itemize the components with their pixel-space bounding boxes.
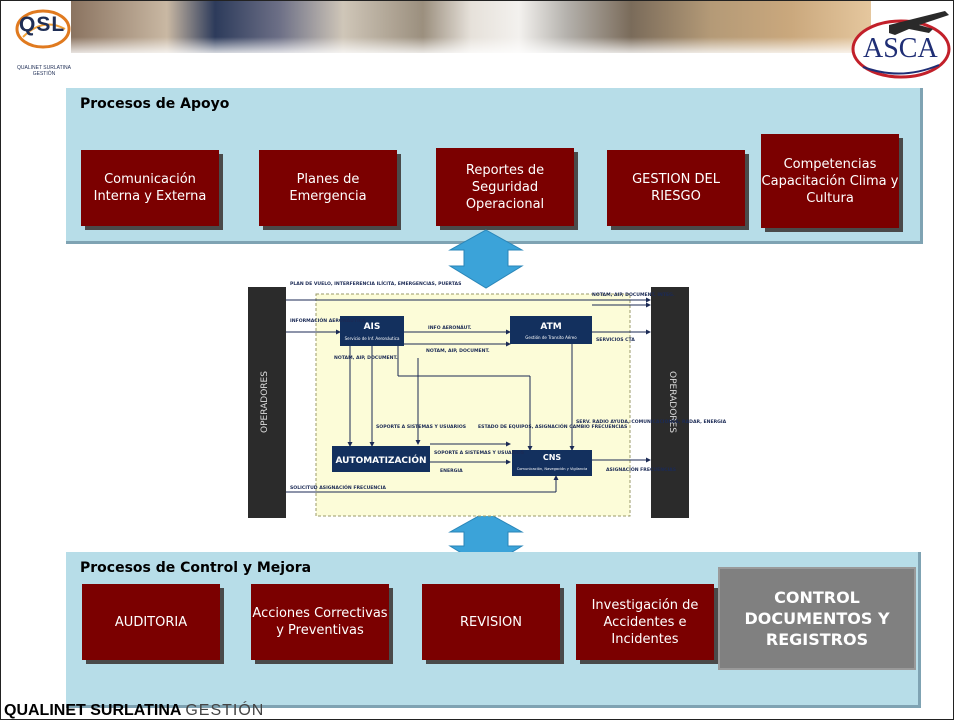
label-soporte-1: SOPORTE A SISTEMAS Y USUARIOS: [376, 424, 466, 430]
label-solicitud: SOLICITUD ASIGNACIÓN FRECUENCIA: [290, 484, 386, 491]
control-processes-title: Procesos de Control y Mejora: [80, 560, 312, 576]
operators-right-label: OPERADORES: [667, 371, 677, 433]
qsl-logo: [15, 9, 71, 49]
ais-subtitle: Servicio de Inf. Aeronáutica: [345, 336, 400, 341]
label-notam-ais: NOTAM, AIP, DOCUMENT.: [334, 355, 398, 361]
cns-box: [512, 450, 592, 476]
asca-logo: [851, 11, 951, 79]
footer-brand-secondary: GESTIÓN: [185, 702, 265, 719]
label-serv-radio: SERV. RADIO AYUDA, COMUNICACIONES, RADAR…: [576, 419, 727, 425]
atm-box: [510, 316, 592, 344]
label-energia: ENERGIA: [440, 468, 463, 474]
operators-left-label: OPERADORES: [260, 371, 270, 433]
automatizacion-title: AUTOMATIZACIÓN: [335, 454, 426, 466]
label-soporte-2: SOPORTE A SISTEMAS Y USUARIOS: [434, 450, 524, 456]
label-info-aeronaut: INFO AERONÁUT.: [428, 324, 472, 331]
cns-subtitle: Comunicación, Navegación y Vigilancia: [517, 467, 588, 471]
process-box-investigacion: Investigación de Accidentes e Incidentes: [576, 584, 714, 660]
ais-box: [340, 316, 404, 346]
label-info-aeronautica: INFORMACIÓN AERONÁUTICA: [290, 317, 366, 324]
qsl-logo-text: QSL: [19, 13, 66, 36]
label-asignacion: ASIGNACIÓN FRECUENCIAS: [606, 466, 676, 473]
process-box-reportes-seguridad: Reportes de Seguridad Operacional: [436, 148, 574, 226]
control-documentos-box: CONTROL DOCUMENTOS Y REGISTROS: [718, 567, 916, 670]
header-banner: QSL QUALINET SURLATINA GESTIÓN ASCA: [1, 1, 953, 87]
process-box-comunicacion: Comunicación Interna y Externa: [81, 150, 219, 226]
process-box-revision: REVISION: [422, 584, 560, 660]
atm-subtitle: Gestión de Transito Aéreo: [525, 335, 577, 340]
automatizacion-box: [332, 446, 430, 472]
label-notam-top-right: NOTAM, AIP, DOCUMENT, INTEG.: [592, 292, 675, 298]
diagram-connections: [286, 297, 651, 493]
operators-left-bar: [248, 287, 286, 518]
process-box-competencias: Competencias Capacitación Clima y Cultur…: [761, 134, 899, 228]
footer-brand: QUALINET SURLATINA GESTIÓN: [4, 702, 264, 720]
label-plan-vuelo: PLAN DE VUELO, INTERFERENCIA ILÍCITA, EM…: [290, 279, 461, 287]
asca-logo-text: ASCA: [863, 33, 938, 64]
label-estado-equipos: ESTADO DE EQUIPOS, ASIGNACIÓN CAMBIO FRE…: [478, 423, 627, 430]
qsl-logo-subtitle: QUALINET SURLATINA GESTIÓN: [17, 65, 71, 77]
cns-title: CNS: [543, 453, 562, 462]
operators-right-bar: [651, 287, 689, 518]
footer-brand-main: QUALINET SURLATINA: [4, 702, 181, 719]
process-box-planes-emergencia: Planes de Emergencia: [259, 150, 397, 226]
support-processes-title: Procesos de Apoyo: [80, 96, 230, 112]
label-notam-mid: NOTAM, AIP, DOCUMENT.: [426, 348, 490, 354]
process-box-gestion-riesgo: GESTION DEL RIESGO: [607, 150, 745, 226]
atm-title: ATM: [540, 322, 561, 332]
label-servicios-cta: SERVICIOS CTA: [596, 337, 635, 343]
process-box-auditoria: AUDITORIA: [82, 584, 220, 660]
double-arrow-top: [448, 229, 524, 289]
ais-title: AIS: [364, 322, 381, 332]
process-box-acciones-correctivas: Acciones Correctivas y Preventivas: [251, 584, 389, 660]
